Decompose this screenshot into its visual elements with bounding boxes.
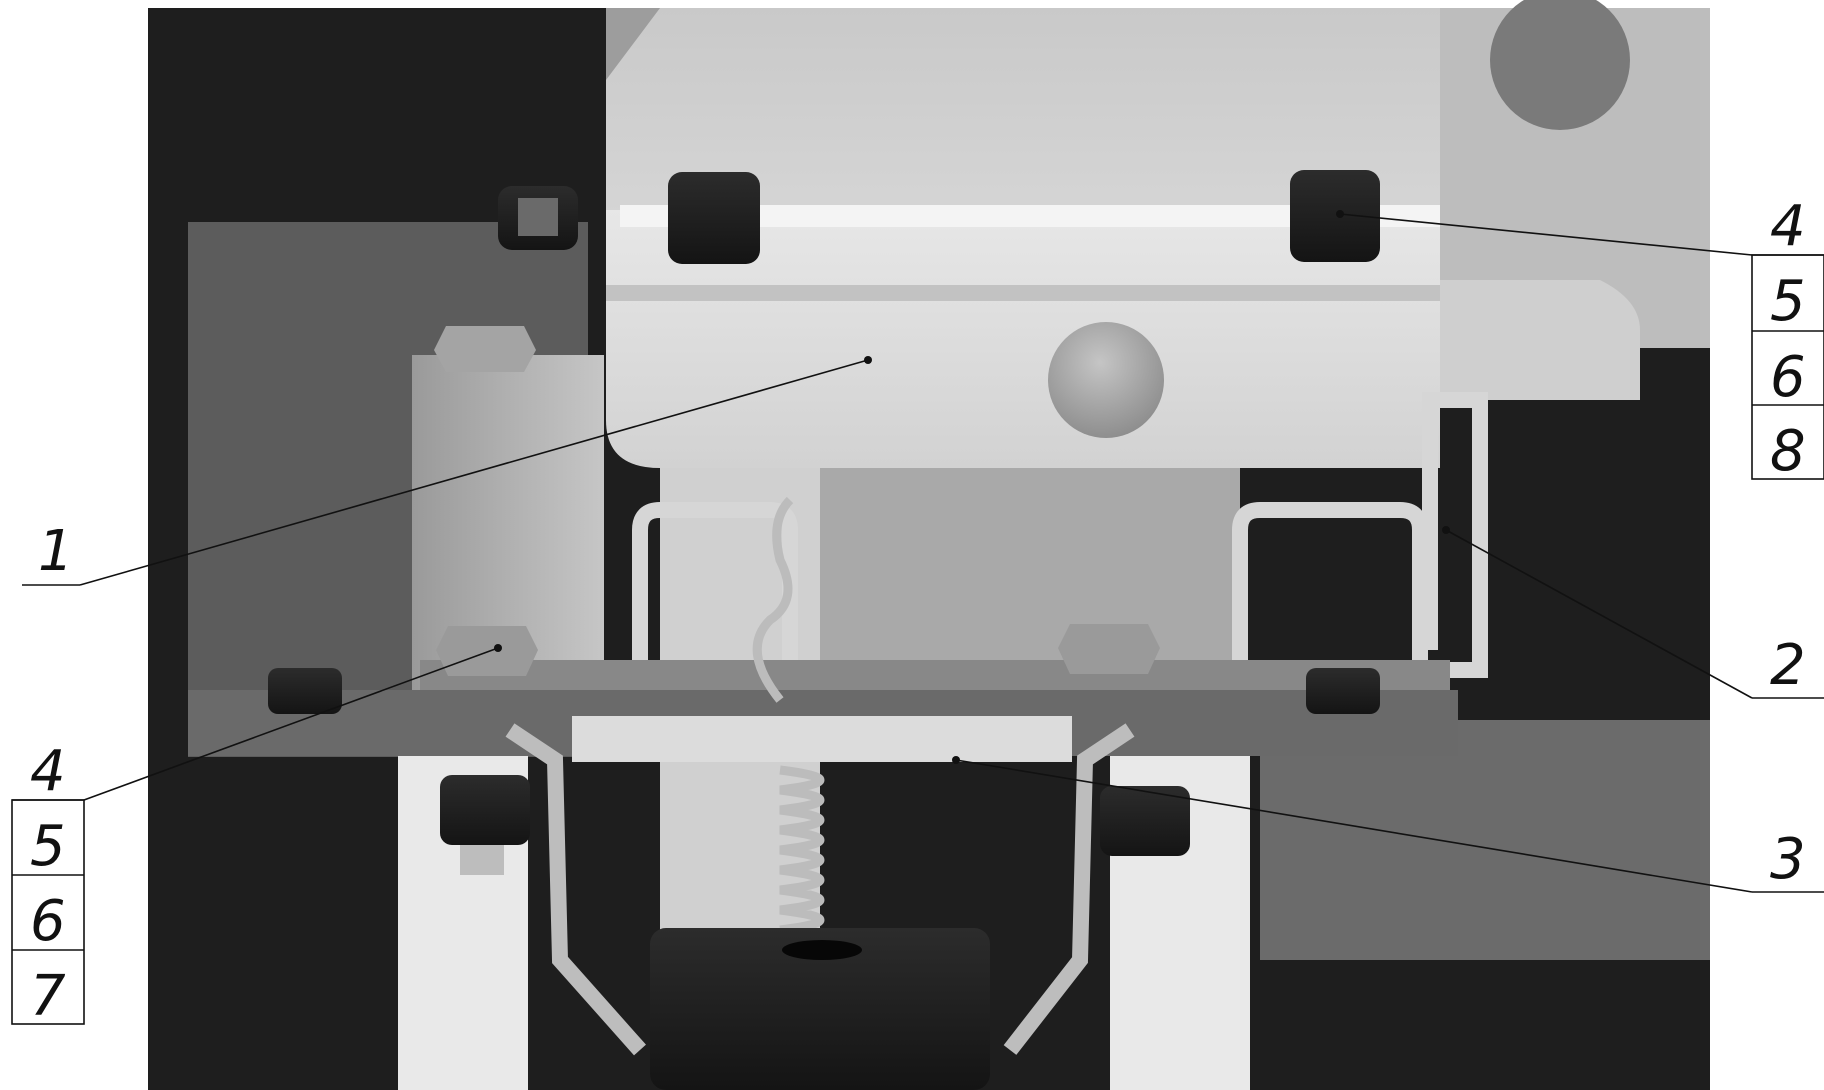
stack-tr-item-3: 6 [1770,345,1806,410]
callout-3: 3 [1770,827,1806,892]
main-block-part-1 [606,210,1440,468]
stack-tr-item-2: 5 [1770,269,1806,334]
lower-bolt-left [440,775,530,845]
stack-bl-item-1: 4 [30,739,66,804]
hex-bolt-left [436,626,538,676]
plate-part-3 [572,716,1072,762]
right-lower-block [1260,720,1710,960]
leader-3 [955,759,1753,893]
stack-bl-item-4: 7 [30,964,66,1029]
leader-bottom-left [83,647,499,801]
stack-bl-item-3: 6 [30,889,66,954]
main-block-shadow [606,285,1440,301]
leader-lines [22,210,1824,893]
leader-3-dot [952,756,960,764]
stack-bl-item-2: 5 [30,814,66,879]
leader-top-right [1339,213,1753,256]
callout-stack-bottom-left: 4 5 6 7 [11,739,85,1029]
leader-top-right-dot [1336,210,1344,218]
lower-bent-bracket-right [1003,723,1135,1055]
hex-bolt-right [1058,624,1160,674]
callout-2: 2 [1770,633,1806,698]
callout-stack-top-right: 4 5 6 8 [1751,194,1824,484]
bracket-part-2 [420,392,1488,698]
stack-tr-box [1751,254,1824,480]
spring [752,496,825,935]
callout-1: 1 [38,519,74,584]
lower-bent-bracket-left [505,723,646,1056]
illustration [148,0,1710,1090]
right-housing-recess [1490,0,1630,130]
stack-tr-item-1: 4 [1770,194,1806,259]
stack-bl-box [11,799,85,1025]
leader-1-dot [864,356,872,364]
right-housing-arm [1440,280,1640,400]
bolt-top-right [1290,170,1380,262]
bolt-top-mid [668,172,760,264]
lower-bolt-right [1100,786,1190,856]
upper-housing-bevel [606,8,660,80]
bolt-top-left-inner [518,198,558,236]
leader-2-dot [1442,526,1450,534]
bottom-block [650,928,990,1090]
base-bolt-right [1306,668,1380,714]
lower-bolt-left-shank [460,845,504,875]
main-block-highlight [620,205,1440,227]
base-bolt-left [268,668,342,714]
bottom-block-hole [782,940,862,960]
locating-pin [1048,322,1164,438]
stack-tr-item-4: 8 [1770,419,1806,484]
leader-2 [1445,529,1753,699]
left-column-bolt-head [434,326,536,372]
leader-bottom-left-dot [494,644,502,652]
leader-1 [79,359,869,586]
